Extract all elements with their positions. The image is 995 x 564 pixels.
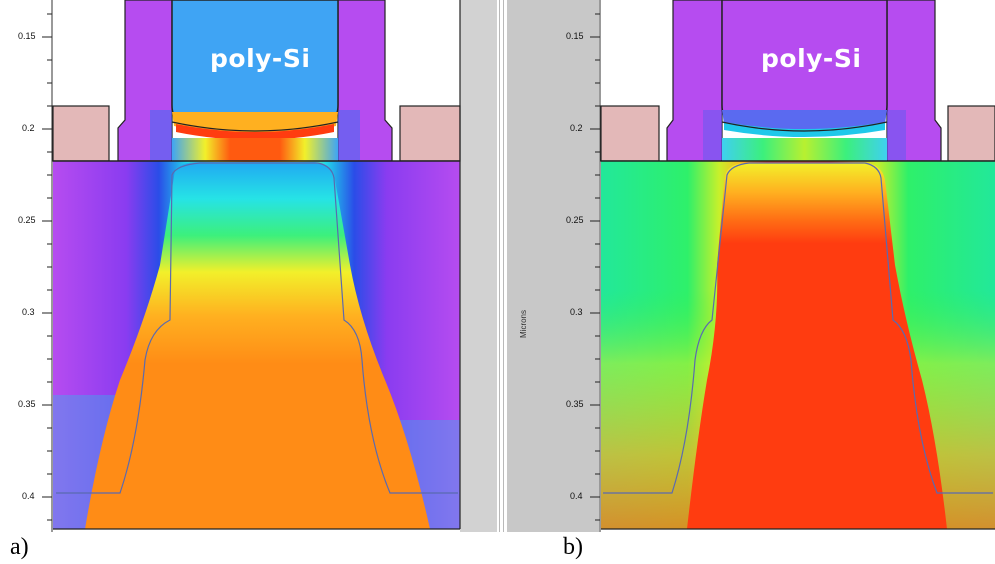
panel-a: 0.15 0.2 0.25 0.3 0.35 0.4 poly-Si xyxy=(0,0,497,532)
simulation-plot-b xyxy=(507,0,995,532)
y-tick-label: 0.3 xyxy=(570,307,583,317)
caption-a: a) xyxy=(10,534,29,560)
y-tick-label: 0.4 xyxy=(22,491,35,501)
axis-strip-b xyxy=(507,0,599,532)
caption-b: b) xyxy=(563,534,583,560)
simulation-plot-a xyxy=(0,0,497,532)
y-tick-label: 0.3 xyxy=(22,307,35,317)
gate-oxide-a xyxy=(172,138,338,162)
oxide-right-b xyxy=(947,105,995,162)
y-tick-label: 0.2 xyxy=(22,123,35,133)
channel-region-b xyxy=(687,163,947,529)
gate-oxide-b xyxy=(722,138,887,162)
y-axis-ticks-b xyxy=(590,13,600,521)
y-tick-label: 0.2 xyxy=(570,123,583,133)
oxide-left-a xyxy=(52,105,110,162)
y-tick-label: 0.4 xyxy=(570,491,583,501)
y-tick-label: 0.25 xyxy=(18,215,36,225)
junction-contour-b xyxy=(603,162,993,494)
y-axis-ticks-a xyxy=(42,13,52,521)
axis-strip-a xyxy=(0,0,52,532)
y-axis-title-b: Microns xyxy=(519,309,528,338)
panel-b: Microns 0.15 0.2 0.25 0.3 0.35 0.4 poly-… xyxy=(507,0,995,532)
junction-contour-a xyxy=(56,162,458,494)
oxide-left-b xyxy=(600,105,660,162)
y-tick-label: 0.15 xyxy=(566,31,584,41)
y-tick-label: 0.35 xyxy=(18,399,36,409)
poly-si-label-a: poly-Si xyxy=(210,44,311,73)
gray-margin-a xyxy=(460,0,497,532)
y-tick-label: 0.25 xyxy=(566,215,584,225)
panel-divider xyxy=(497,0,507,532)
oxide-right-a xyxy=(399,105,461,162)
poly-si-label-b: poly-Si xyxy=(761,44,862,73)
y-tick-label: 0.15 xyxy=(18,31,36,41)
y-tick-label: 0.35 xyxy=(566,399,584,409)
